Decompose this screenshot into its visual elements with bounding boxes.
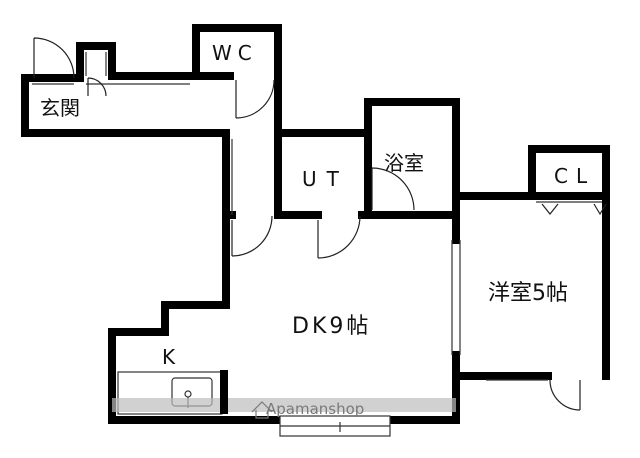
label-bath: 浴室 xyxy=(384,151,424,175)
fridge-wall xyxy=(220,370,228,414)
wall-entrance-outer xyxy=(21,74,230,219)
wall-bath xyxy=(364,98,460,219)
door-closet-right xyxy=(593,203,607,216)
label-western: 洋室5帖 xyxy=(488,281,568,306)
walls xyxy=(21,24,610,424)
watermark-text: Apamanshop xyxy=(266,400,364,418)
wall-entrance-top xyxy=(21,24,282,219)
door-bath xyxy=(371,167,415,211)
watermark-house-icon xyxy=(251,401,273,419)
wall-closet xyxy=(452,145,610,380)
door-shoebox xyxy=(87,77,107,97)
doors xyxy=(33,37,607,411)
watermark: Apamanshop xyxy=(251,400,364,419)
label-closet: CL xyxy=(554,164,595,188)
label-ut: UT xyxy=(302,167,349,191)
label-wc: WC xyxy=(212,41,258,65)
label-entrance: 玄関 xyxy=(40,96,80,120)
door-hall-dk xyxy=(231,215,273,257)
door-ut-dk xyxy=(317,215,361,259)
label-kitchen: K xyxy=(162,345,176,369)
door-entrance xyxy=(33,37,75,79)
label-dk: DK9帖 xyxy=(292,314,371,339)
door-wc xyxy=(235,79,275,119)
door-closet-left xyxy=(541,203,559,215)
wall-dk-left xyxy=(108,211,230,424)
counter-shade xyxy=(112,398,456,412)
door-western xyxy=(549,379,581,411)
